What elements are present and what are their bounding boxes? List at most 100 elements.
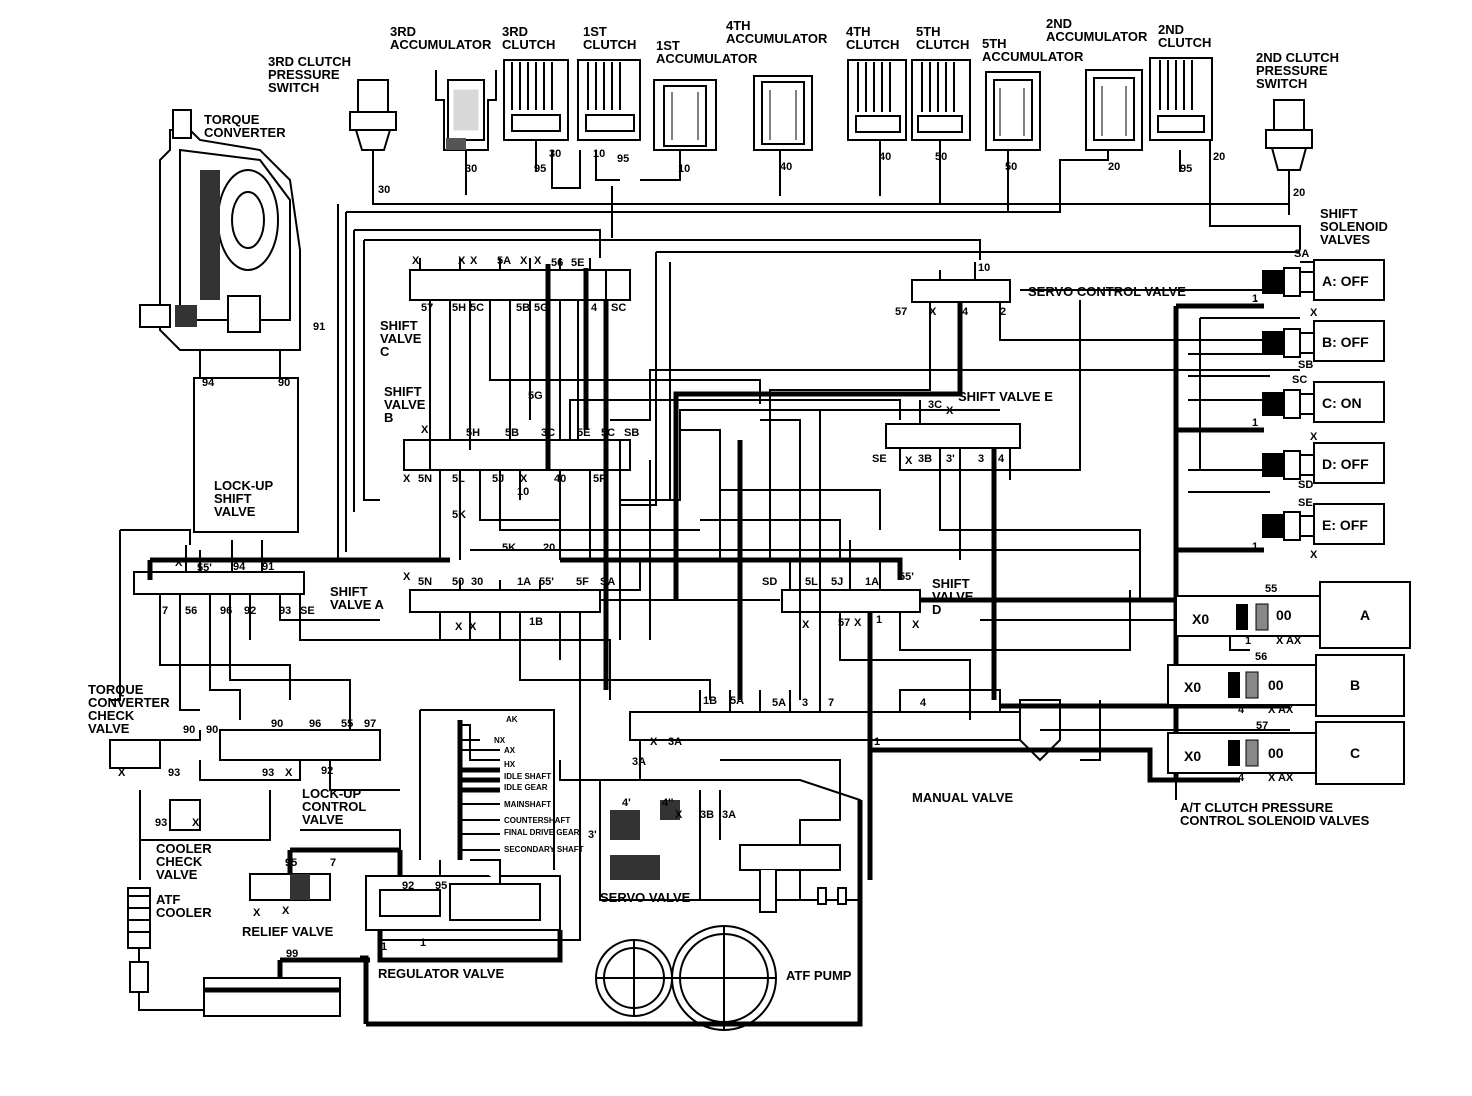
label-relief-valve: RELIEF VALVE <box>242 924 334 939</box>
port-label: 1 <box>874 736 880 748</box>
port-label: 92 <box>402 880 414 892</box>
port-label: 99 <box>286 948 298 960</box>
port-label: 55' <box>197 562 212 574</box>
shaft-label: IDLE SHAFT <box>504 772 551 781</box>
port-label: X <box>854 617 862 629</box>
port-label: X <box>285 767 293 779</box>
port-label: 20 <box>543 542 555 554</box>
shaft-label: AX <box>504 746 516 755</box>
port-label: 96 <box>220 605 232 617</box>
port-label: X <box>520 473 528 485</box>
port-label: 7 <box>828 697 834 709</box>
solenoid-c-box <box>1313 381 1385 423</box>
port-label: 5N <box>418 473 432 485</box>
solenoid-a-box <box>1313 259 1385 301</box>
port-label: 5K <box>502 542 516 554</box>
port-label: 4 <box>962 306 969 318</box>
port-label: X <box>412 255 420 267</box>
port-label: 50 <box>1005 161 1017 173</box>
port-label: 92 <box>321 765 333 777</box>
port-label: 5G <box>528 390 543 402</box>
port-label: 57 <box>1256 720 1268 732</box>
port-label: X <box>675 809 683 821</box>
port-label: 20 <box>1293 187 1305 199</box>
port-label: 3C <box>541 427 555 439</box>
port-label: 56 <box>1255 651 1267 663</box>
label-atf-pump: ATF PUMP <box>786 968 852 983</box>
port-label: SE <box>1298 497 1313 509</box>
shaft-label: FINAL DRIVE GEAR <box>504 828 580 837</box>
port-label: 95 <box>285 857 297 869</box>
port-label: 4 <box>998 453 1005 465</box>
solenoid-label-c: C: ON <box>1322 395 1362 411</box>
port-label: X <box>282 905 290 917</box>
port-label: 4 <box>920 697 927 709</box>
port-label: 5E <box>577 427 590 439</box>
port-label: X <box>253 907 261 919</box>
port-label: 50 <box>452 576 464 588</box>
shift-solenoid-valves <box>1262 259 1385 545</box>
clutch-solenoid-label-b: B <box>1350 677 1360 693</box>
port-label: X <box>1310 549 1318 561</box>
clutch-pressure-solenoids <box>1167 581 1411 800</box>
port-label: 93 <box>155 817 167 829</box>
port-label: 2 <box>1000 306 1006 318</box>
shaft-label: NX <box>494 736 506 745</box>
port-label: 57 <box>838 617 850 629</box>
top-component-row <box>349 57 1313 215</box>
clutch-solenoid-symbol: X0 <box>1184 748 1201 764</box>
port-label: 93 <box>262 767 274 779</box>
port-label: 93 <box>279 605 291 617</box>
solenoid-label-e: E: OFF <box>1322 517 1368 533</box>
port-label: X <box>470 255 478 267</box>
hydraulic-lines <box>109 140 1316 1031</box>
solenoid-label-d: D: OFF <box>1322 456 1369 472</box>
port-label: 3B <box>918 453 932 465</box>
port-label: 5L <box>805 576 818 588</box>
port-label: 3' <box>588 829 597 841</box>
port-label: X <box>403 571 411 583</box>
port-label: X <box>802 619 810 631</box>
port-label: 30 <box>549 148 561 160</box>
port-label: 90 <box>278 377 290 389</box>
port-label: 3C <box>928 399 942 411</box>
port-label: 91 <box>262 561 274 573</box>
port-label: 20 <box>1108 161 1120 173</box>
clutch-1st <box>577 59 641 141</box>
port-label: 55 <box>341 718 353 730</box>
accumulator-3rd <box>435 70 497 151</box>
port-label: 5A <box>497 255 511 267</box>
clutch-solenoid-symbol: X0 <box>1192 611 1209 627</box>
port-label: 5J <box>831 576 843 588</box>
port-label: X <box>118 767 126 779</box>
port-label: 5H <box>466 427 480 439</box>
port-label: SB <box>624 427 639 439</box>
label-shift-valve-e: SHIFT VALVE E <box>958 389 1053 404</box>
port-label: 40 <box>554 473 566 485</box>
port-label: X <box>1310 307 1318 319</box>
clutch-solenoid-symbol: 00 <box>1268 677 1284 693</box>
port-label: 3B <box>700 809 714 821</box>
port-label: 95 <box>617 153 629 165</box>
clutch-2nd <box>1149 57 1213 141</box>
port-label: 5F <box>593 473 606 485</box>
port-label: 57 <box>895 306 907 318</box>
port-label: 20 <box>1213 151 1225 163</box>
port-label: 5F <box>576 576 589 588</box>
port-label: 4' <box>622 797 631 809</box>
port-label: 3A <box>722 809 736 821</box>
